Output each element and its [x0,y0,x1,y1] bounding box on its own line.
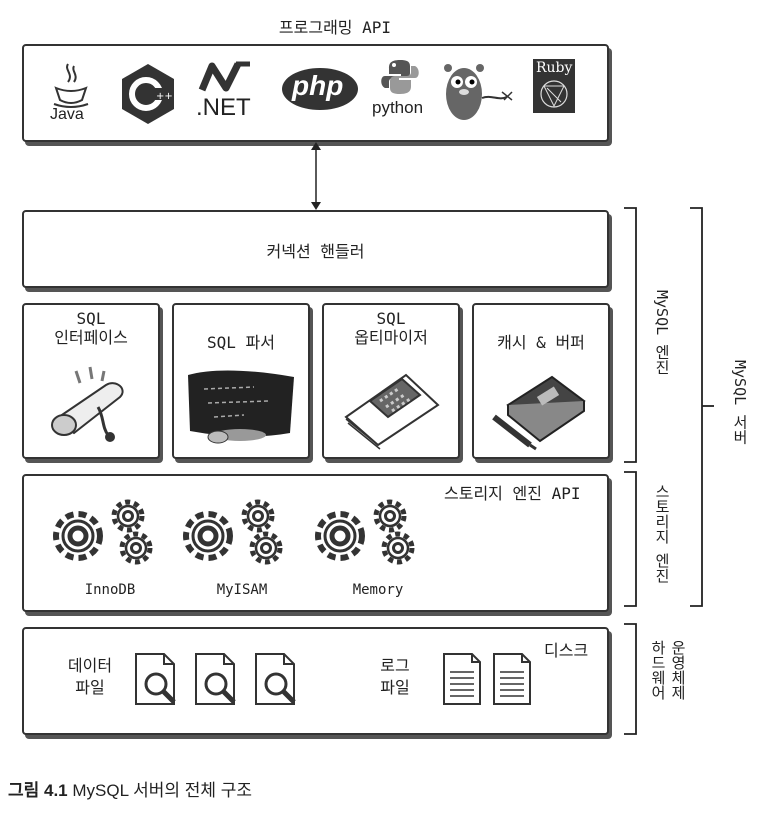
connection-handler-box: 커넥션 핸들러 [22,210,609,288]
dotnet-logo: .NET [196,60,266,121]
go-logo [442,56,516,130]
figure-number: 그림 4.1 [8,781,68,800]
cache-buffer-box: 캐시 & 버퍼 [472,303,610,459]
sql-interface-label: SQL 인터페이스 [54,309,128,347]
storage-engine-bracket-label: 스토리지 엔진 [653,484,671,584]
dotnet-label: .NET [196,94,251,121]
ruby-book-icon [533,59,575,113]
php-oval-icon [282,68,358,110]
mysql-server-bracket-label: MySQL 서버 [731,360,749,445]
java-label: Java [50,106,84,123]
book-icon [492,375,586,451]
csharp-hexagon-icon: ++ [122,64,174,124]
programming-api-box: Java ++ .NET php python [22,44,609,142]
programming-api-title: 프로그래밍 API [278,18,392,37]
ruby-label: Ruby [536,60,573,76]
storage-engine-api-label: 스토리지 엔진 API [444,484,581,503]
figure-caption-text: MySQL 서버의 전체 구조 [67,781,253,800]
java-logo: Java [46,60,96,126]
data-file-icon-1 [136,654,174,704]
python-snakes-icon [381,60,419,94]
storage-gears-group [48,494,468,574]
log-file-icons [443,653,531,705]
connection-handler-label: 커넥션 핸들러 [266,242,365,261]
api-connection-arrow [311,142,321,210]
cache-buffer-label: 캐시 & 버퍼 [497,333,585,352]
java-cup-icon [53,63,89,108]
disk-label: 디스크 [544,641,589,660]
ruby-logo: Ruby [532,58,576,118]
scroll-icon [51,366,124,442]
chalkboard-icon [188,370,294,444]
python-label: python [372,98,424,117]
memory-gears-icon [318,502,412,562]
log-file-label: 로그 파일 [380,656,410,697]
layer-brackets [624,207,714,735]
innodb-label: InnoDB [84,582,136,598]
data-file-icon-2 [196,654,234,704]
log-file-icon-1 [443,653,481,705]
calculator-icon [344,373,440,450]
sql-parser-box: SQL 파서 [172,303,310,459]
sql-interface-box: SQL 인터페이스 [22,303,160,459]
storage-engine-box: 스토리지 엔진 API [22,474,609,612]
innodb-gears-icon [56,502,150,562]
data-file-icons [132,650,312,708]
gopher-icon [444,64,513,120]
mysql-engine-bracket-label: MySQL 엔진 [653,290,671,375]
figure-caption: 그림 4.1 MySQL 서버의 전체 구조 [8,776,252,801]
php-label: php [292,70,344,101]
dotnet-wave-icon [198,61,250,92]
data-file-icon-3 [256,654,294,704]
csharp-logo: ++ [118,62,178,130]
log-file-icon-2 [493,653,531,705]
myisam-label: MyISAM [216,582,268,598]
data-file-label: 데이터 파일 [67,656,113,697]
sql-parser-label: SQL 파서 [207,333,275,352]
sql-optimizer-label: SQL 옵티마이저 [354,309,428,347]
sql-optimizer-box: SQL 옵티마이저 [322,303,460,459]
python-logo: python [372,58,432,117]
myisam-gears-icon [186,502,280,562]
memory-label: Memory [352,582,404,598]
php-logo: php [280,66,360,116]
os-hardware-bracket-label: 운영체제 하드웨어 [649,640,687,700]
svg-text:++: ++ [156,91,173,102]
